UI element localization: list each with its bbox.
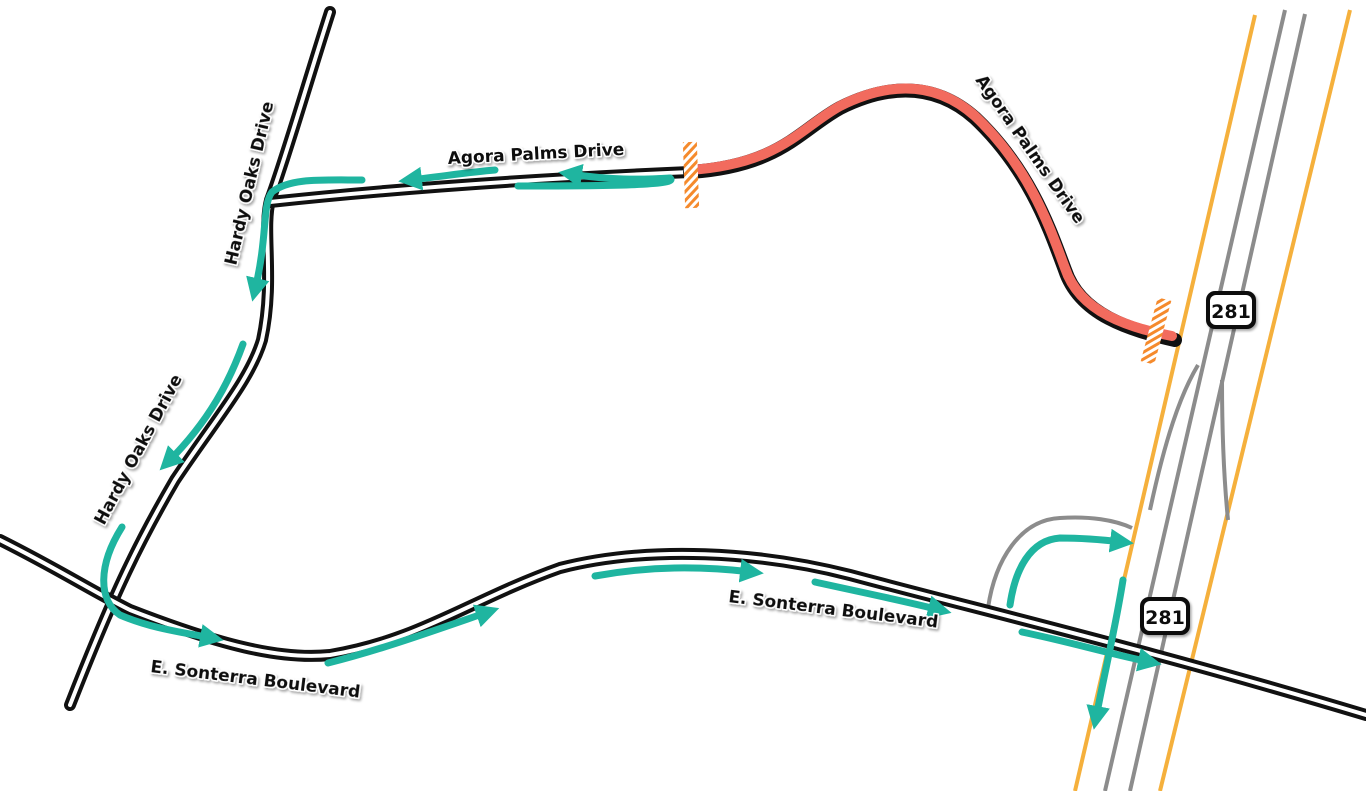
- label-hardy-oaks-drive-lower: Hardy Oaks Drive: [91, 371, 187, 528]
- label-agora-palms-drive-right: Agora Palms Drive: [971, 71, 1089, 227]
- detour-arrow-icon: [159, 340, 247, 471]
- detour-arrow-icon: [398, 166, 499, 191]
- detour-arrow-icon: [811, 578, 952, 619]
- road-agora-palms-drive-open: [264, 166, 696, 208]
- detour-arrow-icon: [1018, 628, 1162, 672]
- road-hardy-oaks-drive: [64, 6, 336, 711]
- ramp-sonterra-loop: [986, 515, 1133, 609]
- highway-281-lane-1: [1103, 9, 1287, 791]
- highway-281-edge-east: [1158, 9, 1352, 791]
- detour-arrow-icon: [591, 558, 764, 583]
- us-highway-shield-icon: 281: [1140, 597, 1190, 635]
- ramp-north-exit: [1220, 379, 1230, 521]
- local-roads: [0, 6, 1366, 721]
- detour-loop: [514, 174, 675, 190]
- road-closure-barriers: [682, 141, 1172, 365]
- striped-road-barrier-icon: [1140, 297, 1172, 365]
- ramp-north-entrance: [1148, 363, 1200, 511]
- striped-road-barrier-icon: [682, 141, 700, 209]
- road-e-sonterra-boulevard: [0, 534, 1366, 721]
- detour-ramp-north: [1006, 528, 1134, 609]
- detour-turn-sonterra: [100, 523, 224, 648]
- detour-turn-hardy: [246, 176, 366, 302]
- detour-arrow-icon: [324, 604, 500, 667]
- highway-ramps: [986, 363, 1230, 609]
- us-highway-shield-icon: 281: [1206, 291, 1256, 329]
- detour-arrow-icon: [558, 163, 674, 188]
- road-agora-palms-drive-closed: [683, 83, 1182, 347]
- us-281-shield-label-upper: 281: [1211, 301, 1251, 323]
- label-agora-palms-drive-upper: Agora Palms Drive: [447, 140, 625, 169]
- us-281-shield-label-lower: 281: [1145, 607, 1185, 629]
- detour-highway-south: [1086, 576, 1127, 730]
- detour-route: [100, 163, 1162, 730]
- closed-road-segment: [685, 83, 1177, 341]
